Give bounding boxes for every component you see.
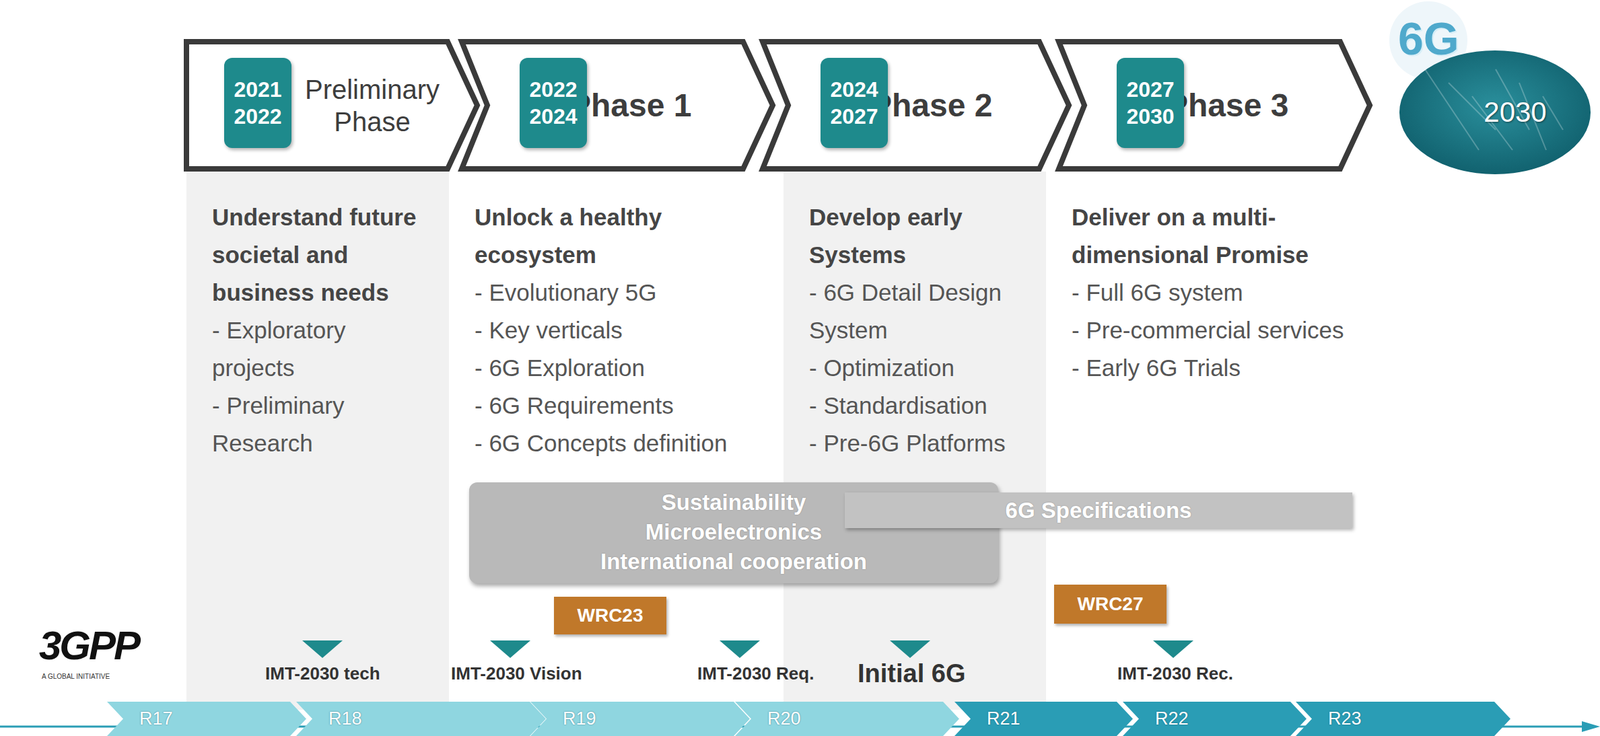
release-polygon [735, 702, 960, 736]
milestone-label: IMT-2030 tech [265, 663, 381, 685]
phase-title: Phase 2 [870, 86, 993, 126]
column-item: - Key verticals [474, 311, 771, 350]
chevron-shape [1058, 41, 1370, 169]
topic-line: Microelectronics [469, 517, 999, 548]
year-text: 2027 2030 [1123, 76, 1178, 130]
milestone-label: Initial 6G [857, 659, 966, 689]
release-text: R20 [767, 708, 802, 730]
column-item: - 6G Detail Design System [809, 273, 1038, 350]
chevron-shape [186, 41, 478, 169]
wrc-box: WRC23 [553, 597, 667, 635]
release-polygon [1122, 702, 1307, 736]
column-ground [186, 171, 449, 711]
spec-text: 6G Specifications [1005, 498, 1193, 524]
globe-year: 2030 [1483, 96, 1547, 129]
phase-column: Unlock a healthy ecosystem- Evolutionary… [448, 198, 784, 489]
release-text: R21 [986, 708, 1021, 730]
phase-column: Develop early Systems- 6G Detail Design … [783, 198, 1047, 489]
milestone-label: IMT-2030 Rec. [1117, 663, 1234, 685]
milestone-label: IMT-2030 Req. [697, 663, 814, 685]
wrc-text: WRC27 [1076, 593, 1143, 616]
phase-title: Phase 1 [569, 86, 692, 126]
year-text: 2022 2024 [526, 76, 581, 130]
vision-globe: 2030 [1398, 49, 1592, 176]
column-item: - Early 6G Trials [1071, 349, 1355, 388]
phase-column: Deliver on a multi-dimensional Promise- … [1046, 198, 1373, 489]
year-badge: 2027 2030 [1116, 57, 1185, 149]
chevron-title-box: Phase 1 [569, 39, 746, 172]
timeline-arrowhead [1581, 721, 1600, 733]
release-polygon [1295, 702, 1511, 736]
year-badge: 2021 2022 [224, 57, 292, 149]
column-item: - 6G Requirements [474, 387, 771, 425]
wrc-box: WRC27 [1054, 584, 1167, 624]
release-shape [954, 702, 1133, 736]
release-polygon [296, 702, 546, 736]
column-item: - Preliminary Research [212, 387, 435, 463]
phase-title: Phase 3 [1166, 86, 1289, 126]
logo-3gpp: 3GPP [39, 622, 139, 670]
globe-ellipse [1399, 50, 1591, 175]
release-shape [107, 702, 307, 736]
column-item: - Optimization [809, 349, 1038, 388]
release-chevron: R18 [296, 702, 546, 736]
phase-chevron: Preliminary Phase2021 2022 [183, 39, 480, 172]
band-box: SustainabilityMicroelectronicsInternatio… [469, 482, 999, 584]
release-text: R23 [1328, 708, 1362, 730]
phase-title: Preliminary Phase [294, 73, 450, 138]
column-item: - Pre-commercial services [1071, 311, 1355, 350]
year-text: 2021 2022 [230, 76, 285, 130]
release-chevron: R23 [1295, 702, 1511, 736]
release-polygon [530, 702, 750, 736]
chevron-shape [762, 41, 1069, 169]
logo-tagline: A GLOBAL INITIATIVE [41, 673, 110, 681]
phase-column: Understand future societal and business … [186, 198, 449, 489]
column-item: - Exploratory projects [212, 311, 435, 388]
column-item: - Evolutionary 5G [474, 273, 771, 312]
year-badge: 2022 2024 [519, 57, 587, 149]
release-polygon [107, 702, 307, 736]
release-text: R17 [139, 708, 173, 730]
column-heading: Understand future societal and business … [212, 198, 435, 312]
column-item: - Full 6G system [1071, 273, 1355, 312]
column-item: - 6G Concepts definition [474, 424, 771, 463]
release-text: R18 [328, 708, 363, 730]
release-shape [1122, 702, 1307, 736]
release-chevron: R22 [1122, 702, 1307, 736]
column-heading: Deliver on a multi-dimensional Promise [1071, 198, 1355, 274]
logo-6g: 6G [1398, 12, 1460, 65]
topic-line: International cooperation [469, 547, 999, 577]
chevron-title-box: Preliminary Phase [294, 39, 451, 172]
year-text: 2024 2027 [827, 76, 882, 130]
column-heading: Develop early Systems [809, 198, 1038, 274]
column-item: - Pre-6G Platforms [809, 424, 1038, 463]
milestone-triangles [302, 640, 1194, 659]
column-item: - 6G Exploration [474, 349, 771, 388]
milestone-label: IMT-2030 Vision [450, 663, 583, 685]
chevron-title-box: Phase 3 [1166, 39, 1343, 172]
globe-network-line [1424, 69, 1479, 151]
phase-chevron: Phase 12022 2024 [459, 39, 776, 172]
topic-line: Sustainability [469, 488, 999, 518]
release-chevron: R21 [954, 702, 1133, 736]
phase-chevron: Phase 22024 2027 [759, 39, 1072, 172]
column-item: - Standardisation [809, 387, 1038, 425]
release-text: R19 [562, 708, 597, 730]
release-text: R22 [1155, 708, 1189, 730]
column-ground [783, 171, 1047, 711]
release-chevron: R17 [107, 702, 307, 736]
column-heading: Unlock a healthy ecosystem [474, 198, 771, 274]
release-shape [1295, 702, 1511, 736]
phase-chevron: Phase 32027 2030 [1056, 39, 1373, 172]
year-badge: 2024 2027 [820, 57, 888, 149]
release-chevron: R20 [735, 702, 960, 736]
wrc-text: WRC23 [576, 605, 643, 627]
release-polygon [954, 702, 1133, 736]
chevron-shape [461, 41, 773, 169]
release-chevron: R19 [530, 702, 750, 736]
band-box: 6G Specifications [844, 492, 1353, 529]
chevron-title-box: Phase 2 [870, 39, 1042, 172]
